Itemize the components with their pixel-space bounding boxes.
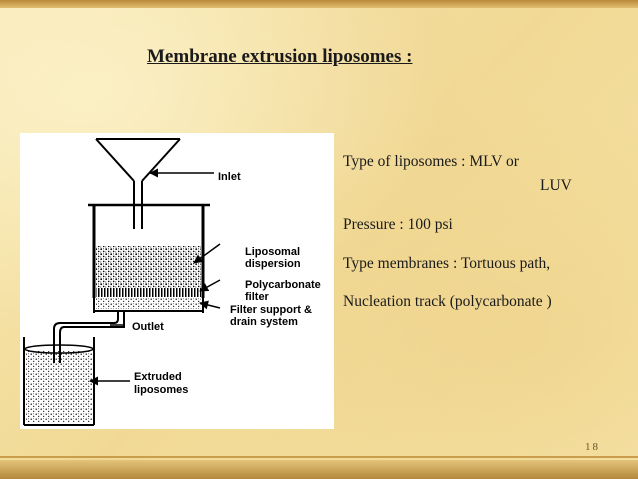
liposomal-dispersion [96,246,201,288]
extrusion-diagram: Inlet Liposomal dispersion Polycarbonate… [20,133,334,429]
page-number: 18 [585,441,600,453]
filter-arrow [199,279,221,292]
membrane-type-line: Type membranes : Tortuous path, [343,255,551,272]
outlet-tube [53,311,125,363]
label-liposomal-2: dispersion [245,258,301,270]
pressure-line: Pressure : 100 psi [343,216,453,233]
extrusion-vessel [88,203,210,313]
label-polycarbonate-1: Polycarbonate [245,279,321,291]
liposome-type-cont: LUV [540,177,572,194]
filter-support [96,298,201,309]
label-outlet: Outlet [132,321,164,333]
label-polycarbonate-2: filter [245,291,270,303]
dispersion-arrow [193,243,221,264]
liposome-type-line: Type of liposomes : MLV or [343,153,519,170]
label-extruded-1: Extruded [134,371,182,383]
label-filter-support-2: drain system [230,316,298,328]
collection-beaker [23,337,95,426]
nucleation-track-line: Nucleation track (polycarbonate ) [343,293,552,310]
label-extruded-2: liposomes [134,384,188,396]
polycarbonate-filter [96,288,201,297]
bottom-border [0,460,638,479]
label-filter-support-1: Filter support & [230,304,312,316]
top-border [0,0,638,8]
support-arrow [199,300,221,310]
label-inlet: Inlet [218,171,241,183]
label-liposomal-1: Liposomal [245,246,300,258]
bottom-border-line [0,456,638,458]
slide-title: Membrane extrusion liposomes : [147,46,413,67]
funnel [95,138,181,229]
